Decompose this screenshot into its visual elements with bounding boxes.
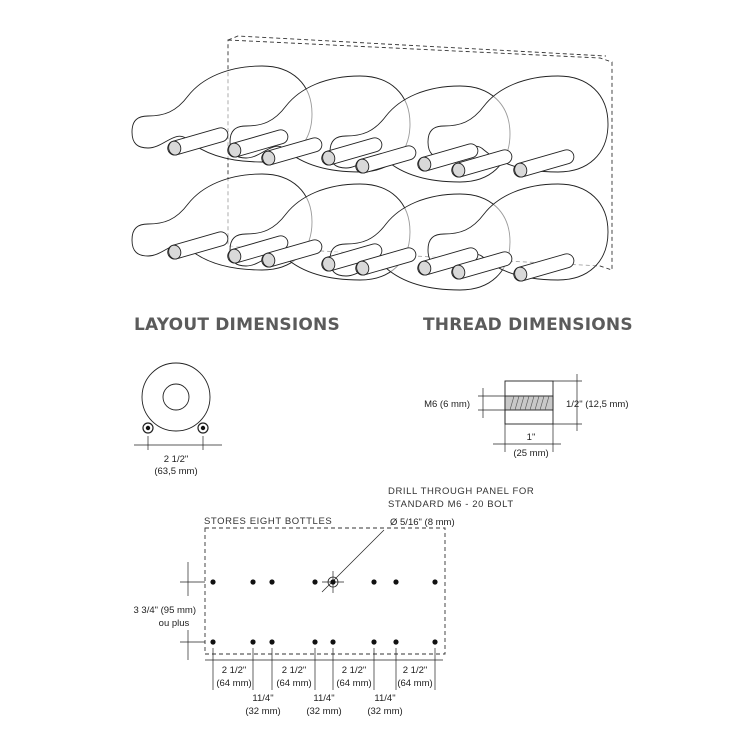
drill-hole	[312, 639, 318, 645]
thread-dimensions-heading: THREAD DIMENSIONS	[423, 315, 633, 335]
drill-hole	[330, 579, 336, 585]
span-inch-4: 2 1/2"	[403, 665, 428, 676]
drill-hole	[393, 579, 399, 585]
hole-size-label: Ø 5/16" (8 mm)	[390, 517, 455, 528]
span-mm-3: (64 mm)	[336, 678, 371, 689]
drill-hole	[269, 579, 275, 585]
gap-mm-2: (32 mm)	[306, 706, 341, 717]
gap-mm-3: (32 mm)	[367, 706, 402, 717]
drill-hole	[432, 579, 438, 585]
drill-hole	[312, 579, 318, 585]
vertical-spacing-label: 3 3/4" (95 mm)	[133, 605, 196, 616]
drill-hole	[210, 639, 216, 645]
drill-hole	[393, 639, 399, 645]
rod-end-right-core	[200, 425, 206, 431]
drill-hole	[330, 639, 336, 645]
drill-holes-bottom	[210, 639, 438, 645]
wine-rack-illustration	[131, 35, 613, 291]
mounting-panel-outline	[227, 39, 613, 271]
layout-dimensions-heading: LAYOUT DIMENSIONS	[134, 315, 340, 335]
thread-detail: M6 (6 mm) 1/2" (12,5 mm) 1" (25 mm)	[424, 374, 629, 459]
thread-length-inch: 1"	[527, 432, 536, 443]
thread-size-label: M6 (6 mm)	[424, 399, 470, 410]
gap-mm-1: (32 mm)	[245, 706, 280, 717]
vertical-spacing-note: ou plus	[159, 618, 190, 629]
gap-inch-3: 11/4"	[374, 693, 395, 704]
gap-inch-1: 11/4"	[252, 693, 273, 704]
layout-width-mm: (63,5 mm)	[154, 466, 197, 477]
drill-hole	[250, 639, 256, 645]
template-outline	[204, 527, 446, 655]
thread-length-mm: (25 mm)	[513, 448, 548, 459]
stores-eight-bottles-label: STORES EIGHT BOTTLES	[204, 516, 332, 527]
span-mm-1: (64 mm)	[216, 678, 251, 689]
bottle-punt-circle	[162, 383, 190, 411]
span-inch-1: 2 1/2"	[222, 665, 247, 676]
mounting-panel-edge	[227, 35, 607, 57]
gap-inch-2: 11/4"	[313, 693, 334, 704]
span-inch-3: 2 1/2"	[342, 665, 367, 676]
span-mm-2: (64 mm)	[276, 678, 311, 689]
thread-height-label: 1/2" (12,5 mm)	[566, 399, 629, 410]
drill-hole	[371, 639, 377, 645]
drill-hole	[269, 639, 275, 645]
horizontal-dimension-ticks	[205, 648, 443, 690]
mounting-plan: DRILL THROUGH PANEL FOR STANDARD M6 - 20…	[133, 486, 534, 717]
layout-width-inch: 2 1/2"	[164, 454, 189, 465]
span-inch-2: 2 1/2"	[282, 665, 307, 676]
drill-hole	[250, 579, 256, 585]
drill-hole	[371, 579, 377, 585]
drill-note-line1: DRILL THROUGH PANEL FOR	[388, 486, 534, 497]
drill-hole	[432, 639, 438, 645]
drill-holes-top	[210, 579, 438, 585]
rod-end-left-core	[145, 425, 151, 431]
thread-hatching	[509, 395, 550, 411]
drill-note-line2: STANDARD M6 - 20 BOLT	[388, 499, 514, 510]
span-mm-4: (64 mm)	[397, 678, 432, 689]
layout-detail: 2 1/2" (63,5 mm)	[134, 362, 222, 477]
drill-hole	[210, 579, 216, 585]
